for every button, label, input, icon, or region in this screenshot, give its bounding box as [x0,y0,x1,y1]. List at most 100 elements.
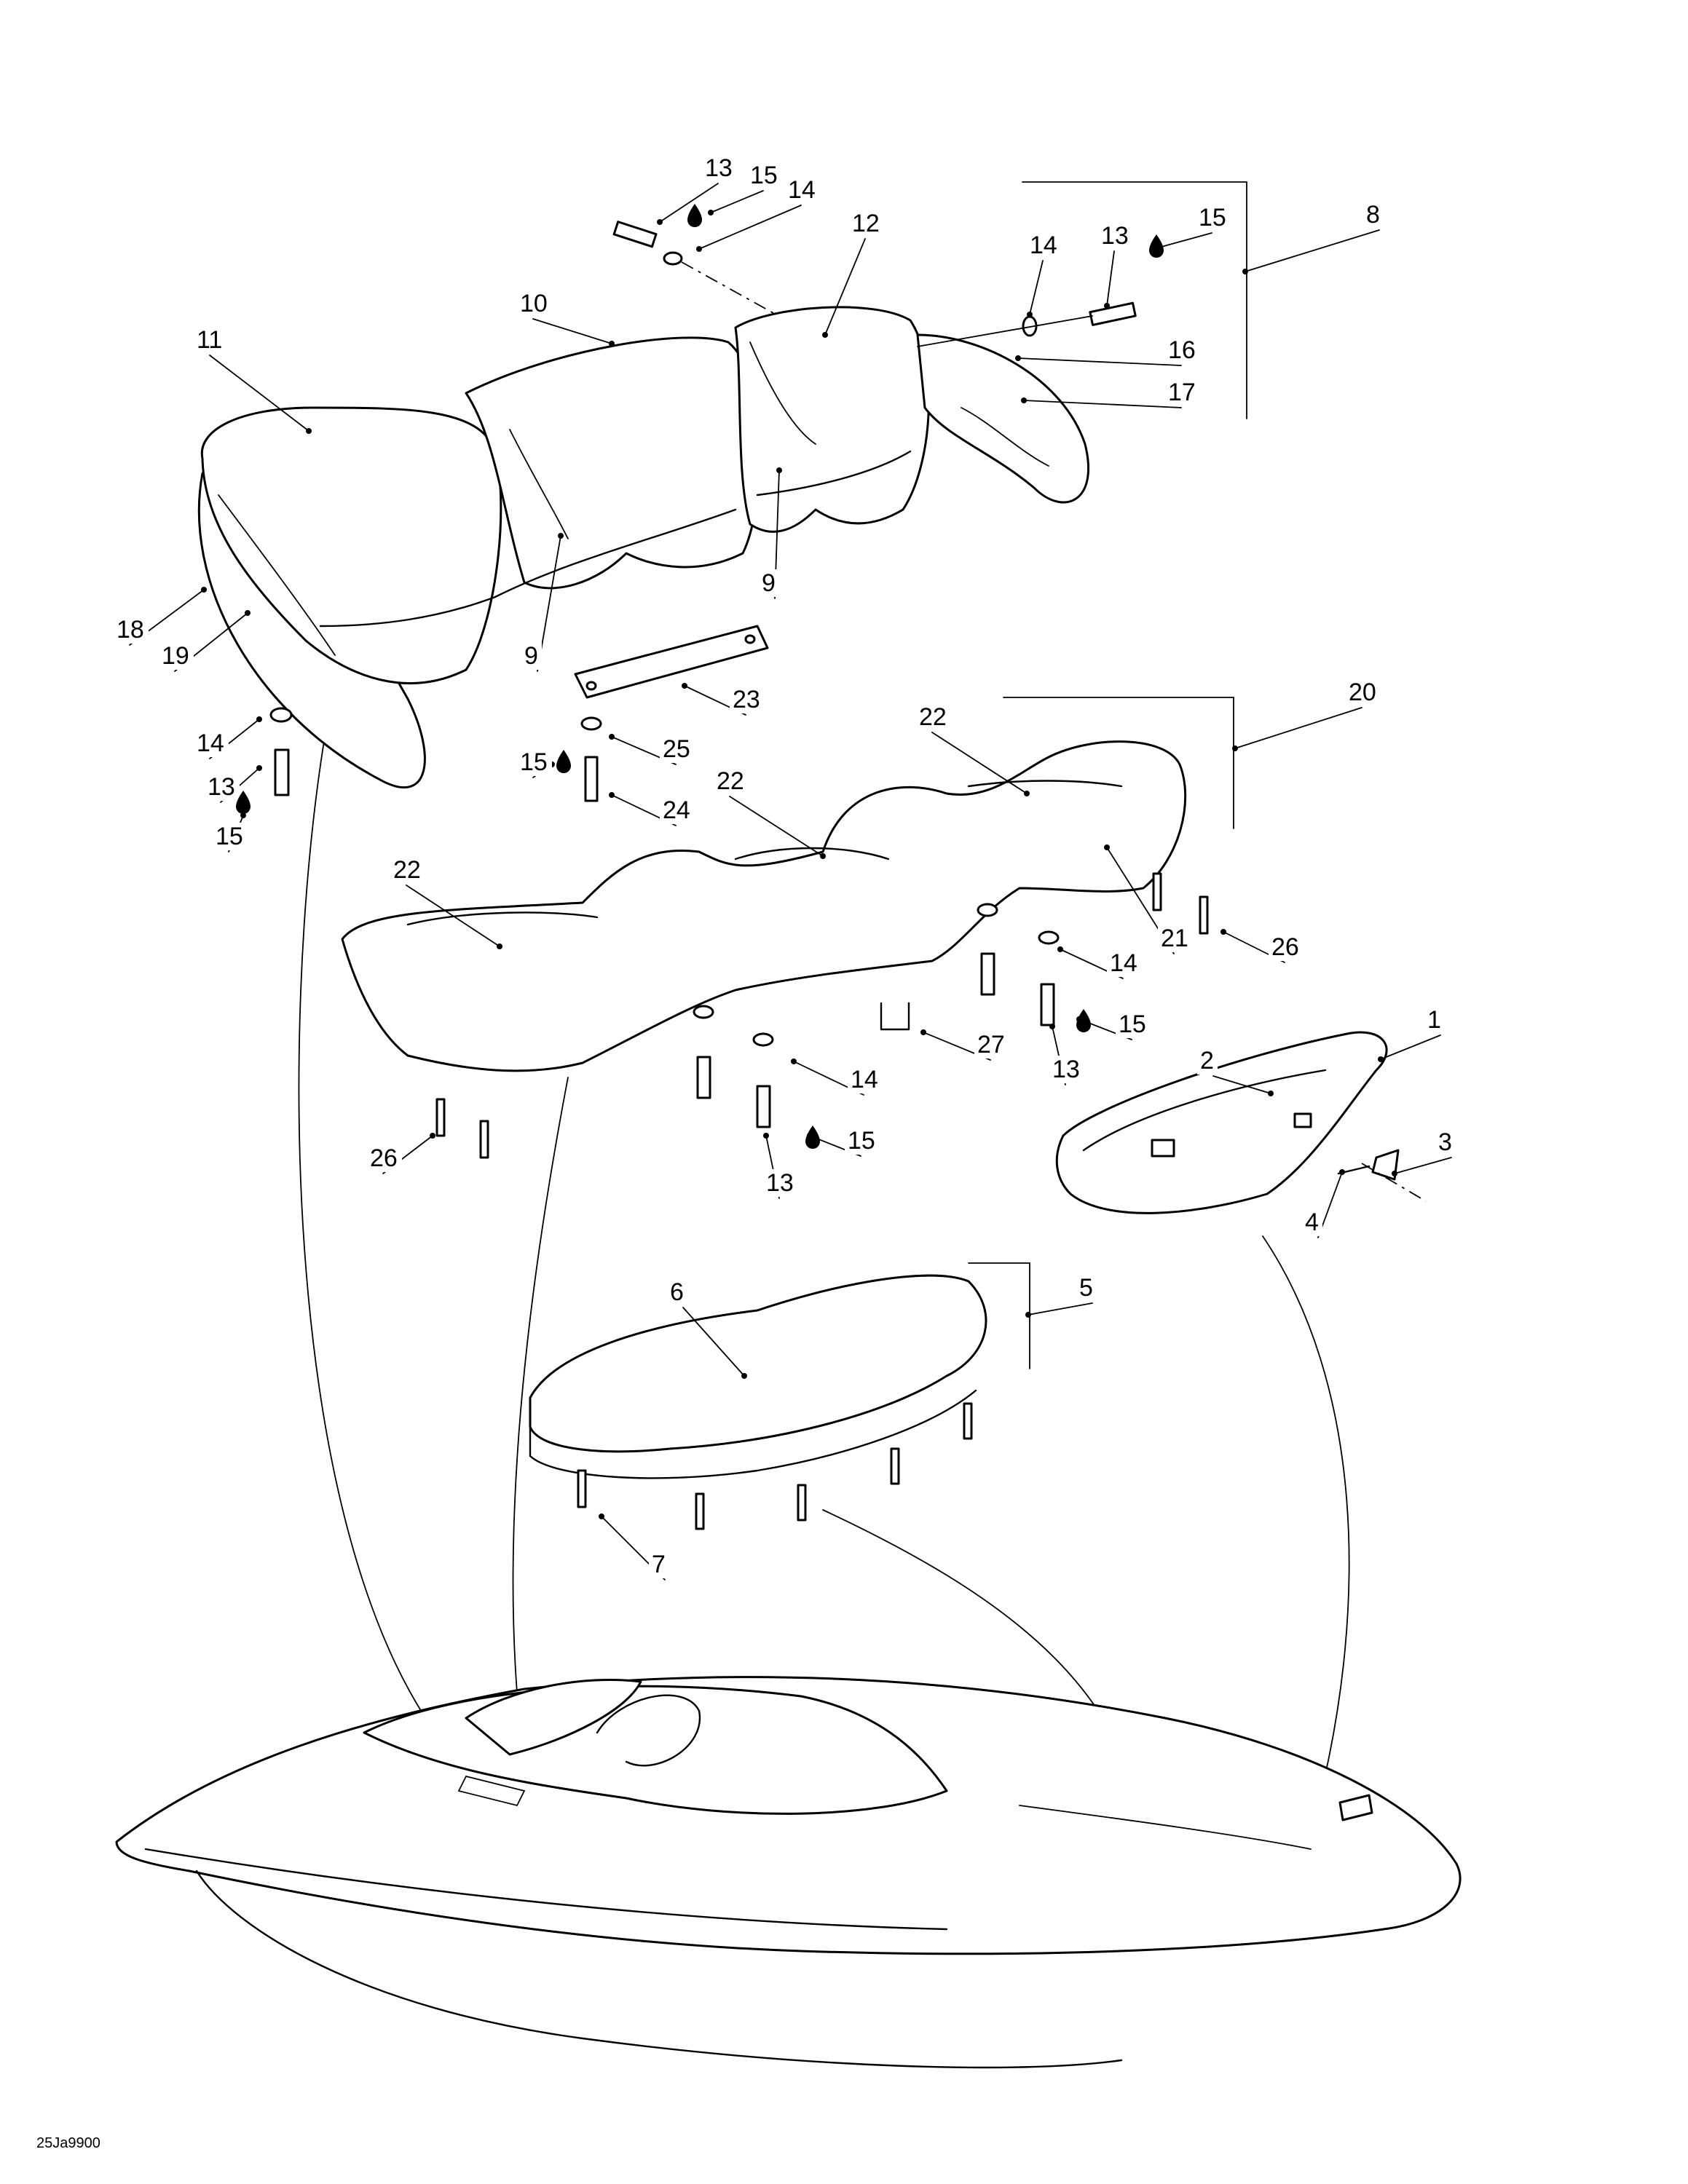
callout-c13d: 13 [763,1133,798,1199]
callout-c15f: 15 [807,1127,880,1157]
seat-base-assembly [341,740,1209,1159]
callout-label: 14 [788,176,816,204]
leader-line [1028,1302,1093,1315]
leader-dot [256,765,262,771]
callout-bg [1076,1274,1097,1302]
callout-bg [974,1031,1009,1059]
leader-dot [776,467,782,473]
callout-c26a: 26 [1220,929,1304,963]
callout-bg [702,154,737,182]
callout-label: 8 [1366,201,1380,229]
callout-bg [1165,336,1200,364]
screw-7-a [577,1469,587,1508]
leader-dot [201,587,207,593]
callout-label: 26 [370,1144,398,1172]
callout-bg [848,1066,883,1093]
callout-bg [763,1169,798,1197]
tow-eye [1338,1794,1373,1821]
callout-bg [517,748,552,776]
leader-line [698,205,802,250]
callout-c14c: 14 [194,716,262,759]
leader-line [729,796,824,857]
leader-line [659,183,719,223]
seat-cover-assembly [197,306,1090,789]
leader-dot [682,683,687,689]
leader-dot [306,428,312,434]
callout-bg [1424,1006,1445,1034]
leader-line [1234,707,1362,749]
latch-3 [1371,1149,1400,1181]
callout-c10: 10 [517,290,615,347]
boat-hull [115,1676,1462,2069]
backrest-11 [200,406,502,685]
callout-label: 23 [733,686,760,713]
leader-line [931,732,1028,794]
callout-bg [1302,1208,1322,1236]
leader-dot [1024,791,1030,796]
callout-label: 15 [848,1127,875,1155]
reference-lines [298,727,1350,1864]
leader-line [1212,1075,1271,1094]
drop-icon [1076,1009,1091,1032]
drop-icon [556,750,571,773]
callout-c3: 3 [1392,1128,1456,1176]
leader-dot [1392,1171,1397,1176]
screw-7-b [695,1492,705,1530]
leader-dot [763,1133,769,1139]
leader-dot [1027,312,1033,317]
callout-c16: 16 [1015,336,1200,366]
leader-dot [791,1059,797,1064]
callout-label: 19 [162,642,189,670]
seat-pad-22-front [967,780,1123,788]
callout-c15c: 15 [213,812,248,852]
callout-label: 14 [1110,949,1137,977]
callout-c22c: 22 [390,856,502,949]
callout-c13c: 13 [205,765,262,803]
washer-25 [580,716,602,731]
callout-bg [759,569,779,597]
callout-bg [517,290,552,317]
callout-label: 4 [1305,1208,1319,1236]
leader-dot [1021,397,1027,403]
washer-14-top-left [663,251,683,266]
callout-c15b: 15 [1151,204,1231,252]
leader-dot [920,1029,926,1035]
callout-label: 13 [766,1169,794,1197]
callout-bg [1107,949,1142,977]
callout-bg [1098,222,1133,250]
leader-dot [696,246,702,252]
callout-bg [649,1551,669,1578]
leader-line [824,238,866,336]
callout-label: 7 [652,1551,666,1578]
group-bracket-20 [1003,697,1234,829]
leader-dot [240,812,246,818]
callout-c2: 2 [1197,1047,1274,1096]
leader-dot [1232,745,1238,751]
bolt-13-low-b [756,1085,771,1128]
callout-bg [747,162,782,189]
callout-bg [367,1144,402,1172]
leader-line [1245,229,1380,272]
callout-bg [1197,1047,1218,1075]
callout-bg [1346,678,1381,706]
callout-label: 16 [1168,336,1196,364]
callout-label: 13 [208,773,235,801]
leader-dot [609,792,615,798]
seat-cover-10 [465,336,762,590]
callout-bg [1165,379,1200,406]
callout-bg [213,823,248,850]
callout-label: 9 [762,569,776,597]
bolt-24 [584,756,599,802]
callout-label: 14 [197,729,224,757]
callout-c8: 8 [1242,201,1384,274]
leader-dot [256,716,262,722]
screw-26-left-b [479,1120,489,1159]
windshield [465,1678,642,1756]
callout-bg [714,767,749,795]
callout-c24: 24 [609,792,695,826]
seat-pad-22-middle [734,847,890,860]
callout-bg [916,703,951,731]
callout-c19: 19 [159,610,251,672]
callout-c15e: 15 [1076,1010,1151,1040]
steering-wheel [596,1694,701,1767]
